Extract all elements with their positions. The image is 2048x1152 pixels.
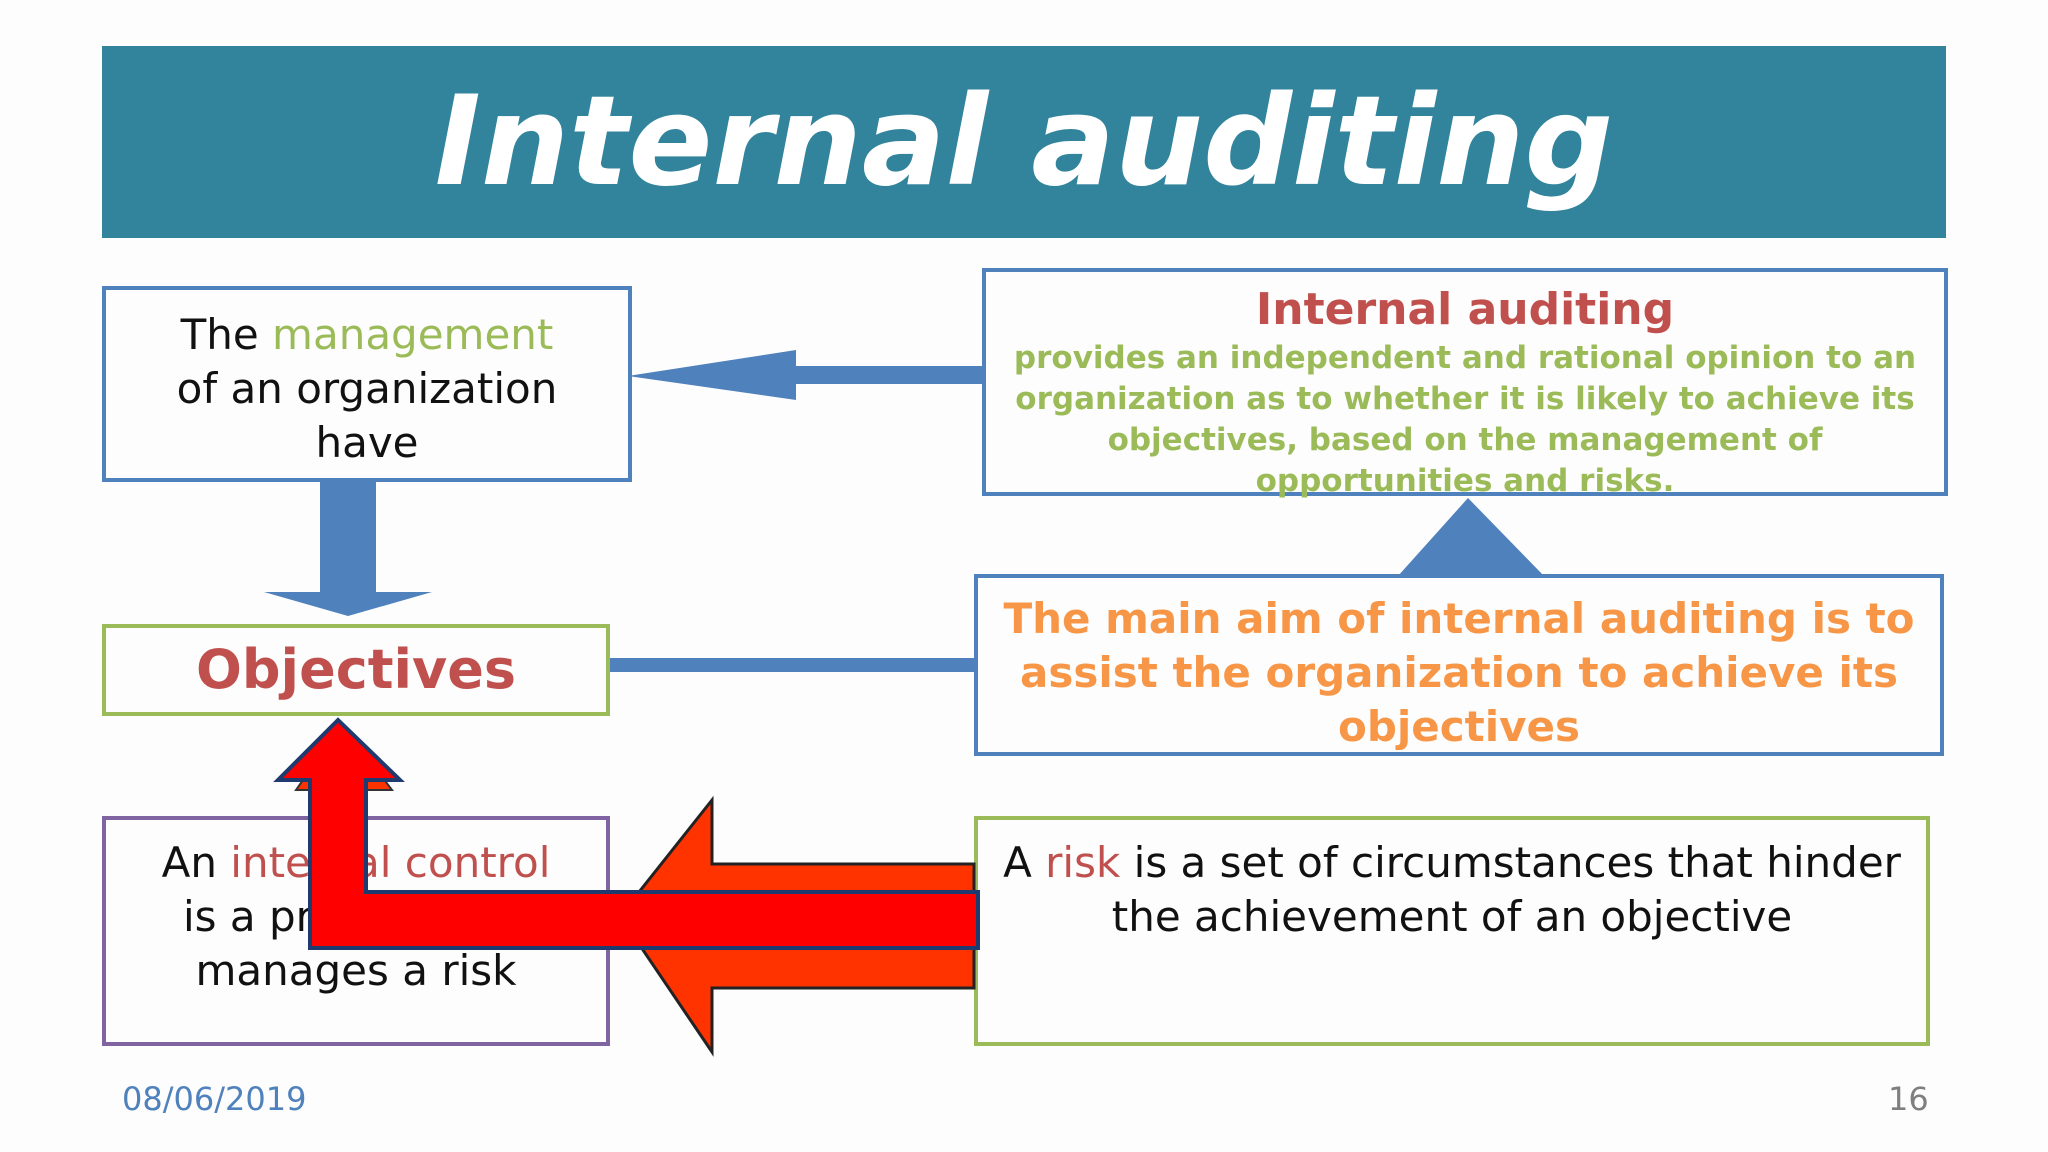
- ia-to-management-arrow: [628, 350, 982, 400]
- risk-box: A risk is a set of circumstances that hi…: [974, 816, 1930, 1046]
- slide-date: 08/06/2019: [122, 1080, 307, 1118]
- internal-auditing-heading: Internal auditing: [1255, 284, 1675, 335]
- slide-title: Internal auditing: [434, 70, 1614, 214]
- main-aim-text: The main aim of internal auditing is to …: [1003, 594, 1915, 751]
- risk-to-objectives-bent-arrow: [273, 717, 980, 950]
- objectives-aim-connector: [608, 658, 978, 672]
- main-aim-box: The main aim of internal auditing is to …: [974, 574, 1944, 756]
- objectives-box: Objectives: [102, 624, 610, 716]
- risk-pre: A: [1003, 838, 1046, 887]
- management-highlight: management: [272, 310, 554, 359]
- objectives-label: Objectives: [196, 638, 516, 701]
- management-line1: The management: [106, 308, 628, 362]
- aim-to-ia-triangle: [1398, 498, 1544, 576]
- management-line2: of an organization: [176, 364, 558, 413]
- management-line3: have: [315, 418, 419, 467]
- internal-control-highlight: internal control: [230, 838, 551, 887]
- management-box: The management of an organization have: [102, 286, 632, 482]
- title-banner: Internal auditing: [102, 46, 1946, 238]
- internal-control-pre: An: [161, 838, 231, 887]
- management-to-objectives-arrow: [264, 482, 432, 616]
- management-pre: The: [180, 310, 273, 359]
- risk-highlight: risk: [1045, 838, 1121, 887]
- internal-auditing-box: Internal auditing provides an independen…: [982, 268, 1948, 499]
- internal-control-line1: An internal control: [106, 836, 606, 890]
- internal-control-line3: manages a risk: [195, 946, 517, 995]
- slide-page-number: 16: [1888, 1080, 1929, 1118]
- internal-auditing-text: provides an independent and rational opi…: [1013, 340, 1917, 499]
- risk-post: is a set of circumstances that hinder th…: [1111, 838, 1901, 941]
